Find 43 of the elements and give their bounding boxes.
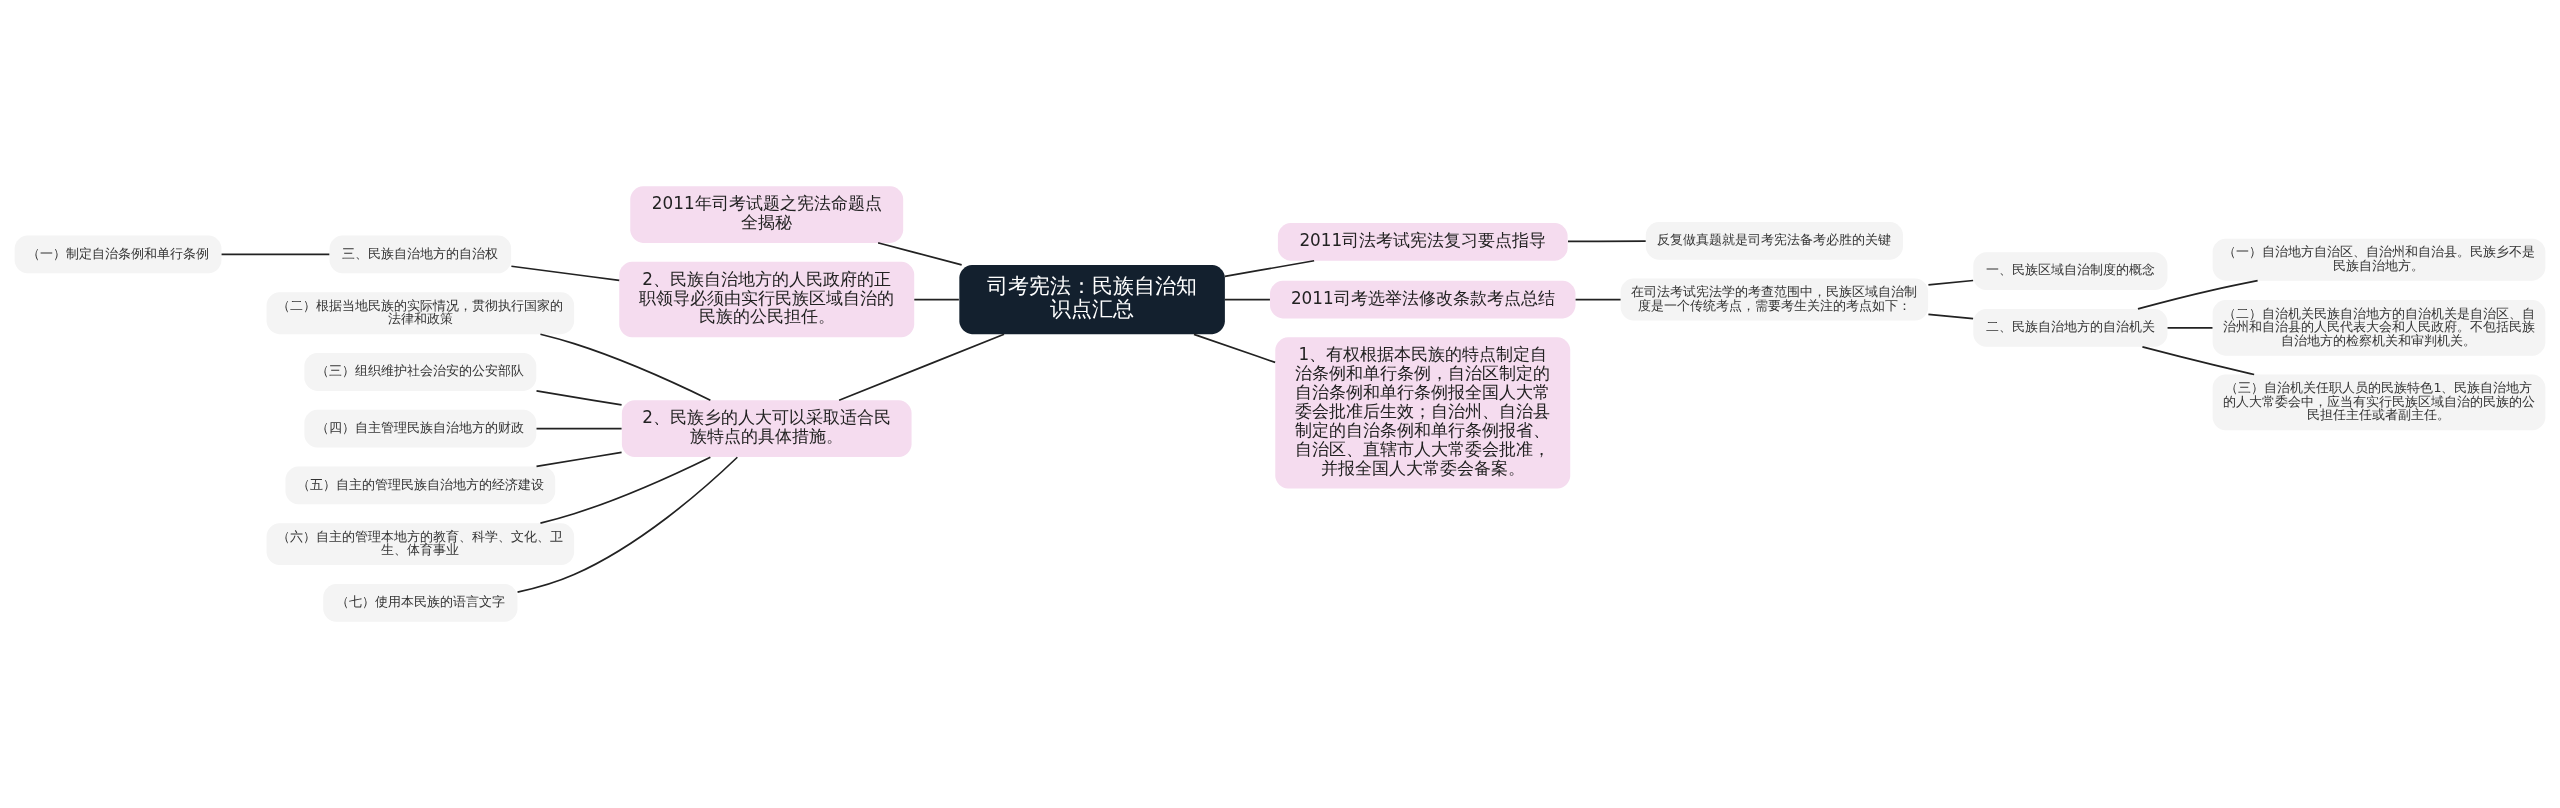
connector	[1224, 259, 1315, 278]
node-box: 2011年司考试题之宪法命题点全揭秘	[630, 186, 904, 243]
connector	[877, 242, 963, 266]
connector	[220, 253, 331, 256]
node-box: 一、民族区域自治制度的概念	[1973, 252, 2168, 291]
node-box: （一）制定自治条例和单行条例	[14, 235, 222, 274]
connector	[1193, 333, 1276, 364]
connector	[2141, 346, 2255, 376]
connector	[1567, 240, 1647, 243]
connector	[535, 451, 623, 468]
connector	[539, 333, 712, 402]
node-box: 1、有权根据本民族的特点制定自治条例和单行条例，自治区制定的自治条例和单行条例报全国人大常委会批准后生效；自治州、自治县制定的自治条例和单行条例报省、自治区、直辖市人大常委会批准，并报全国人大常委会备案。	[1275, 337, 1571, 489]
node-box: （一）自治地方自治区、自治州和自治县。民族乡不是民族自治地方。	[2212, 238, 2546, 281]
node-box: （七）使用本民族的语言文字	[323, 584, 518, 622]
connector	[1927, 313, 1974, 320]
node-box: 司考宪法：民族自治知识点汇总	[959, 264, 1225, 335]
connector	[535, 390, 623, 406]
connector	[913, 298, 960, 301]
connector	[535, 427, 623, 430]
node-box: （二）自治机关民族自治地方的自治机关是自治区、自治州和自治县的人民代表大会和人民政府。不包括民族自治地方的检察机关和审判机关。	[2212, 300, 2546, 356]
connector	[510, 265, 621, 282]
node-box: 2、民族自治地方的人民政府的正职领导必须由实行民族区域自治的民族的公民担任。	[619, 261, 915, 338]
node-box: 三、民族自治地方的自治权	[329, 235, 512, 274]
node-box: 2、民族乡的人大可以采取适合民族特点的具体措施。	[621, 400, 912, 457]
connector	[1224, 298, 1271, 301]
node-box: （三）组织维护社会治安的公安部队	[304, 353, 537, 391]
node-box: （四）自主管理民族自治地方的财政	[304, 409, 537, 448]
node-box: （六）自主的管理本地方的教育、科学、文化、卫生、体育事业	[266, 523, 575, 566]
node-box: 在司法考试宪法学的考查范围中，民族区域自治制度是一个传统考点，需要考生关注的考点如下：	[1620, 278, 1929, 321]
node-box: 二、民族自治地方的自治机关	[1973, 309, 2168, 347]
node-box: 反复做真题就是司考宪法备考必胜的关键	[1645, 221, 1903, 260]
connector	[838, 333, 1005, 401]
connector	[539, 456, 712, 524]
connector	[516, 456, 739, 593]
node-box: （五）自主的管理民族自治地方的经济建设	[285, 466, 556, 505]
connector	[2137, 279, 2259, 310]
node-box: 2011司考选举法修改条款考点总结	[1270, 280, 1576, 319]
connector	[2166, 327, 2214, 329]
connector	[1574, 298, 1622, 301]
node-box: 2011司法考试宪法复习要点指导	[1277, 222, 1568, 261]
node-box: （二）根据当地民族的实际情况，贯彻执行国家的法律和政策	[266, 292, 575, 335]
connector	[1927, 279, 1974, 286]
node-box: （三）自治机关任职人员的民族特色1、民族自治地方的人大常委会中，应当有实行民族区域自治的民族的公民担任主任或者副主任。	[2212, 374, 2546, 431]
